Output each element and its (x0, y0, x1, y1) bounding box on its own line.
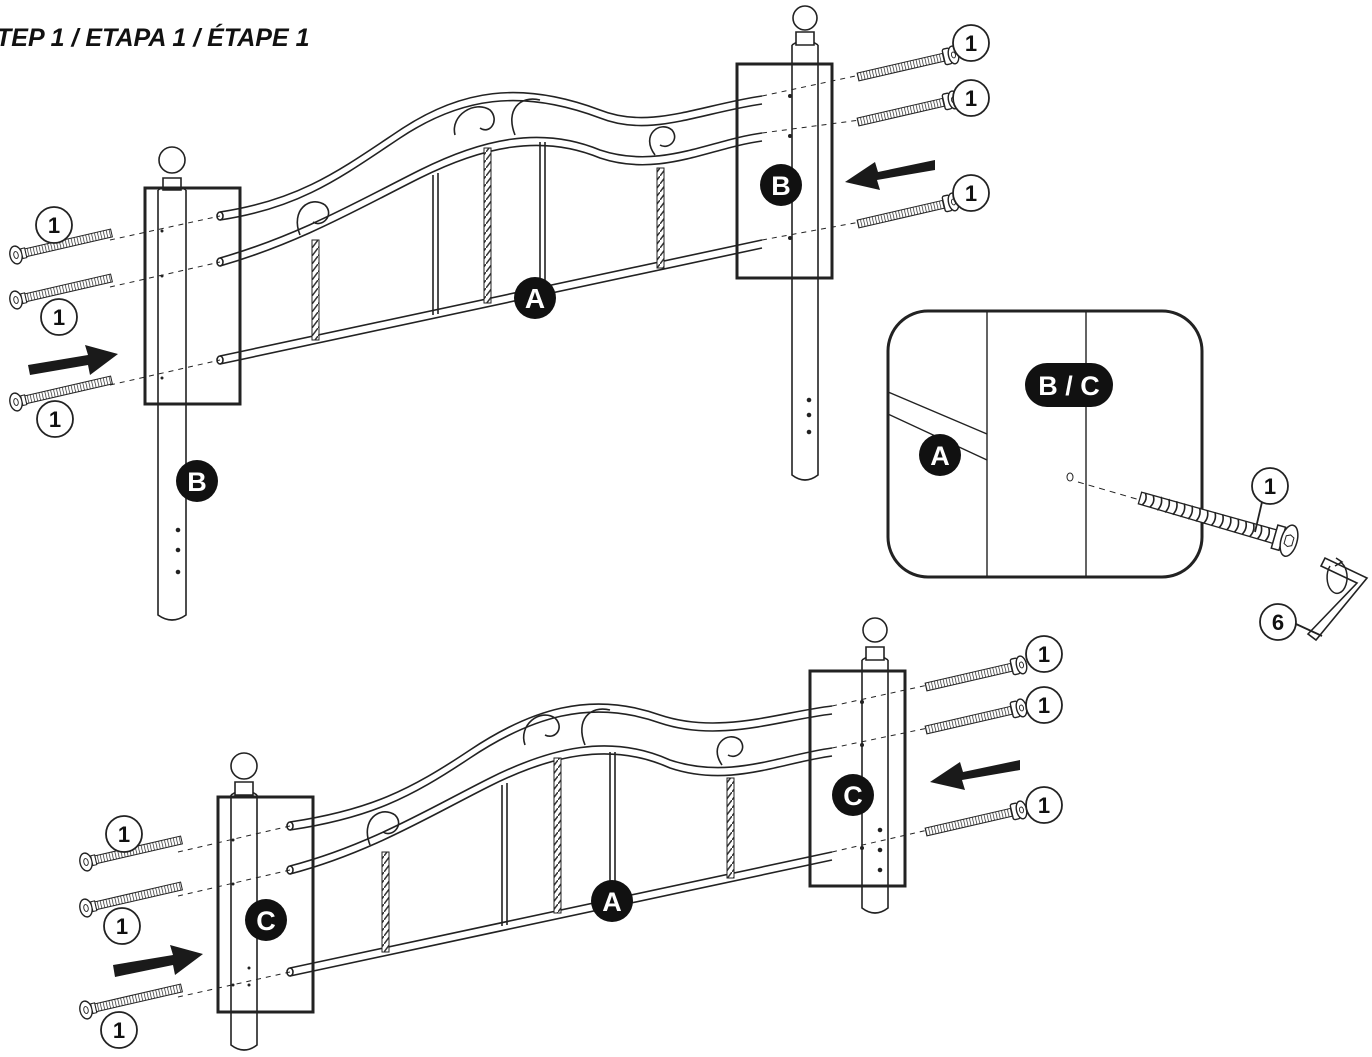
right-joint-box (808, 669, 907, 888)
badge-c-label: C (843, 781, 863, 811)
badge-a-detail-label: A (930, 441, 950, 471)
callout-bolt (40, 298, 78, 336)
detail-inset (886, 309, 1369, 642)
callout-bolt-label: 1 (1038, 793, 1050, 818)
callout-bolt-label: 1 (1038, 693, 1050, 718)
callout-bolt-label: 1 (53, 305, 65, 330)
callout-bolt (952, 174, 990, 212)
badge-bc-label: B / C (1038, 371, 1100, 401)
right-joint-box (735, 62, 834, 280)
callout-bolt-label: 1 (118, 822, 130, 847)
badge-b-label: B (771, 171, 791, 201)
callout-bolt-label: 1 (1038, 642, 1050, 667)
headboard-rails (216, 91, 763, 365)
callout-bolt (1025, 786, 1063, 824)
badge-b-label: B (187, 467, 207, 497)
badge-bc (1025, 363, 1113, 407)
callout-bolt-label: 1 (965, 31, 977, 56)
badge-b (176, 460, 218, 502)
badge-b (760, 164, 802, 206)
right-post (861, 617, 889, 914)
callout-bolt (103, 907, 141, 945)
callout-bolt (100, 1011, 138, 1049)
callout-bolt (36, 400, 74, 438)
callout-bolt-label: 1 (49, 407, 61, 432)
callout-bolt (105, 815, 143, 853)
badge-c (245, 899, 287, 941)
arrow-icon (28, 160, 935, 375)
badge-c (832, 774, 874, 816)
left-post (230, 752, 258, 1051)
callout-bolt (1025, 686, 1063, 724)
callout-bolt (35, 206, 73, 244)
callout-allen-key (1259, 603, 1297, 641)
badge-c-label: C (256, 906, 276, 936)
callout-bolt-label: 1 (965, 86, 977, 111)
callout-labels: 1 1 1 1 1 1 1 6 1 1 1 1 1 1 (48, 31, 1284, 1043)
headboard-assembly (109, 5, 861, 621)
callout-bolt-label: 1 (113, 1018, 125, 1043)
bolt-icon (1137, 491, 1299, 558)
arrow-icon (113, 760, 1020, 977)
callout-bolt-label: 1 (1264, 474, 1276, 499)
left-post (157, 146, 187, 621)
callout-allen-key-label: 6 (1272, 610, 1284, 635)
callout-bolt (1025, 635, 1063, 673)
footboard-assembly (177, 617, 929, 1051)
left-joint-box (216, 795, 315, 1014)
part-badges: A B B B / C A A C C (176, 164, 1113, 941)
left-joint-box (143, 186, 242, 406)
badge-a-detail (919, 434, 961, 476)
callouts (35, 24, 1323, 1049)
callout-bolt (952, 79, 990, 117)
allen-key-icon (1306, 556, 1369, 642)
callout-bolt-label: 1 (48, 213, 60, 238)
badge-a-label: A (602, 887, 622, 917)
badge-a (591, 880, 633, 922)
badge-a (514, 277, 556, 319)
callout-bolt-label: 1 (116, 914, 128, 939)
callout-bolt-label: 1 (965, 181, 977, 206)
callout-bolt (1251, 467, 1289, 505)
callout-bolt (952, 24, 990, 62)
step-title: TEP 1 / ETAPA 1 / ÉTAPE 1 (0, 24, 310, 52)
right-post (791, 5, 819, 481)
badge-a-label: A (525, 283, 545, 314)
footboard-rails (286, 703, 833, 977)
rotation-icon (1326, 561, 1348, 595)
